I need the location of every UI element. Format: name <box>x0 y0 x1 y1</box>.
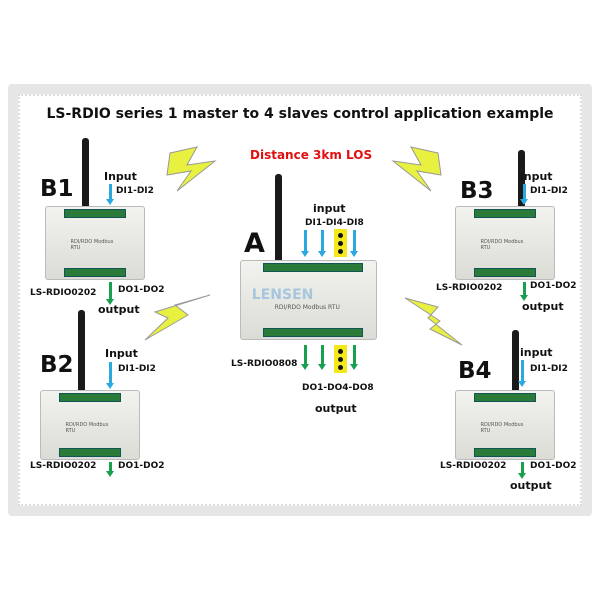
wireless-bolt-icon <box>166 146 217 192</box>
antenna-icon <box>512 330 519 392</box>
slave-b2-inputs: DI1-DI2 <box>118 364 156 374</box>
slave-b4-input-label: input <box>520 346 553 359</box>
output-arrow-icon <box>106 462 114 477</box>
diagram-title: LS-RDIO series 1 master to 4 slaves cont… <box>46 106 554 122</box>
slave-b3-label: B3 <box>460 178 494 204</box>
output-arrow-icon <box>318 345 326 370</box>
wireless-bolt-icon <box>391 146 442 192</box>
slave-b1-inputs: DI1-DI2 <box>116 186 154 196</box>
slave-b4-device: RDI/RDO Modbus RTU <box>455 390 555 460</box>
slave-b3-outputs: DO1-DO2 <box>530 281 577 291</box>
master-inputs: DI1-DI4-DI8 <box>305 218 364 228</box>
slave-b4-label: B4 <box>458 358 492 384</box>
antenna-icon <box>275 174 282 262</box>
slave-b2-device: RDI/RDO Modbus RTU <box>40 390 140 460</box>
slave-b1-label: B1 <box>40 176 74 202</box>
antenna-icon <box>78 310 85 392</box>
slave-b1-outputs: DO1-DO2 <box>118 285 165 295</box>
slave-b1-model: LS-RDIO0202 <box>30 288 97 298</box>
slave-b2-input-label: Input <box>105 347 138 360</box>
slave-b1-device: RDI/RDO Modbus RTU <box>45 206 145 280</box>
output-arrow-icon <box>350 345 358 370</box>
slave-b3-output-label: output <box>522 300 564 313</box>
master-output-label: output <box>315 402 357 415</box>
slave-b1-output-label: output <box>98 303 140 316</box>
antenna-icon <box>82 138 89 210</box>
slave-b2-label: B2 <box>40 352 74 378</box>
wireless-bolt-icon <box>404 297 463 346</box>
input-arrow-icon <box>106 184 114 205</box>
input-arrow-icon <box>518 360 526 387</box>
slave-b3-inputs: DI1-DI2 <box>530 186 568 196</box>
slave-b3-model: LS-RDIO0202 <box>436 283 503 293</box>
input-arrow-icon <box>106 362 114 389</box>
slave-b3-device: RDI/RDO Modbus RTU <box>455 206 555 280</box>
master-a-label: A <box>244 228 265 259</box>
slave-b4-outputs: DO1-DO2 <box>530 461 577 471</box>
input-arrow-icon <box>520 184 528 205</box>
slave-b4-model: LS-RDIO0202 <box>440 461 507 471</box>
output-arrow-icon <box>518 462 526 479</box>
more-inputs-ellipsis-icon <box>334 229 347 257</box>
slave-b4-output-label: output <box>510 479 552 492</box>
input-arrow-icon <box>318 230 326 257</box>
output-arrow-icon <box>106 282 114 305</box>
more-outputs-ellipsis-icon <box>334 345 347 373</box>
slave-b4-inputs: DI1-DI2 <box>530 364 568 374</box>
output-arrow-icon <box>301 345 309 370</box>
distance-label: Distance 3km LOS <box>250 148 373 162</box>
slave-b2-model: LS-RDIO0202 <box>30 461 97 471</box>
slave-b1-input-label: Input <box>104 170 137 183</box>
input-arrow-icon <box>301 230 309 257</box>
output-arrow-icon <box>520 282 528 301</box>
antenna-icon <box>518 150 525 210</box>
slave-b2-outputs: DO1-DO2 <box>118 461 165 471</box>
master-outputs: DO1-DO4-DO8 <box>302 383 374 393</box>
master-input-label: input <box>313 202 346 215</box>
master-model: LS-RDIO0808 <box>231 359 298 369</box>
input-arrow-icon <box>350 230 358 257</box>
wireless-bolt-icon <box>144 294 211 341</box>
slave-b3-input-label: input <box>520 170 553 183</box>
